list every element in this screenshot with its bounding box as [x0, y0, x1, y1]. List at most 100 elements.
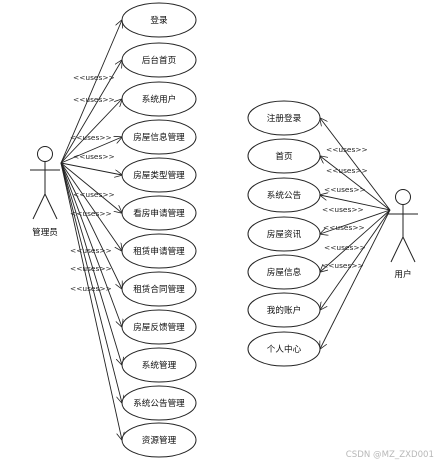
- user-use-case: 系统公告: [247, 177, 321, 213]
- uses-labels: <<uses>> <<uses>> <<uses>> <<uses>> <<uses>>…: [70, 73, 368, 293]
- user-use-case-ellipse: [247, 177, 321, 213]
- uses-label: <<uses>>: [73, 73, 115, 82]
- user-use-case: 首页: [247, 138, 321, 174]
- user-association-line: [320, 209, 391, 272]
- uses-label: <<uses>>: [324, 185, 366, 194]
- actor-user: 用户: [388, 189, 418, 280]
- uses-label: <<uses>>: [322, 205, 364, 214]
- admin-use-case: 租赁申请管理: [121, 233, 197, 269]
- user-use-case: 房屋资讯: [247, 216, 321, 252]
- user-use-case: 注册登录: [247, 100, 321, 136]
- admin-use-case-ellipse: [121, 271, 197, 307]
- admin-use-case-ellipse: [121, 42, 197, 78]
- user-use-case-label: 注册登录: [267, 112, 302, 124]
- user-association-line: [320, 156, 391, 211]
- admin-use-case-label: 租赁申请管理: [133, 245, 185, 257]
- user-association-line: [320, 209, 391, 349]
- uses-label: <<uses>>: [73, 190, 115, 199]
- user-association-line: [320, 209, 391, 234]
- uses-label: <<uses>>: [326, 145, 368, 154]
- admin-use-case-label: 系统公告管理: [133, 397, 185, 409]
- actor-user-label: 用户: [394, 268, 411, 280]
- uses-label: <<uses>>: [73, 95, 115, 104]
- admin-use-case-label: 登录: [150, 15, 168, 26]
- admin-use-case-ellipse: [121, 157, 197, 193]
- actor-admin-label: 管理员: [32, 226, 58, 238]
- user-use-case-label: 房屋资讯: [267, 228, 302, 240]
- admin-association-line: [60, 162, 122, 403]
- admin-association-line: [60, 162, 122, 213]
- admin-use-case-ellipse: [121, 81, 197, 117]
- admin-association-line: [60, 162, 122, 440]
- admin-use-case-ellipse: [121, 195, 197, 231]
- admin-use-case: 租赁合同管理: [121, 271, 197, 307]
- user-use-case-label: 我的账户: [267, 304, 301, 316]
- admin-use-case-ellipse: [121, 422, 197, 458]
- uses-label: <<uses>>: [70, 246, 112, 255]
- user-use-case-ellipse: [247, 100, 321, 136]
- admin-association-line: [60, 162, 122, 289]
- admin-use-case-ellipse: [121, 385, 197, 421]
- user-use-case-label: 首页: [275, 150, 293, 162]
- user-use-case: 我的账户: [247, 292, 321, 328]
- uses-label: <<uses>>: [322, 261, 364, 270]
- admin-association-line: [60, 137, 122, 164]
- admin-association-line: [60, 99, 122, 164]
- user-use-case: 房屋信息: [247, 254, 321, 290]
- admin-association-line: [60, 20, 122, 164]
- admin-use-case: 系统用户: [121, 81, 197, 117]
- uses-label: <<uses>>: [70, 284, 112, 293]
- admin-association-line: [60, 162, 122, 251]
- user-use-case-label: 个人中心: [267, 343, 302, 355]
- admin-use-case: 系统公告管理: [121, 385, 197, 421]
- admin-use-case-label: 房屋类型管理: [133, 169, 185, 181]
- admin-association-line: [60, 162, 122, 175]
- admin-use-case-ellipse: [121, 119, 197, 155]
- admin-use-case: 房屋类型管理: [121, 157, 197, 193]
- admin-use-case-label: 看房申请管理: [133, 207, 185, 219]
- admin-use-case: 系统管理: [121, 347, 197, 383]
- admin-use-case-label: 后台首页: [142, 54, 177, 66]
- admin-use-case-label: 系统管理: [142, 359, 177, 371]
- uses-label: <<uses>>: [73, 152, 115, 161]
- association-lines: [60, 20, 391, 440]
- uses-label: <<uses>>: [324, 243, 366, 252]
- user-use-case-ellipse: [247, 331, 321, 367]
- admin-association-line: [60, 162, 122, 365]
- use-cases: 登录后台首页系统用户房屋信息管理房屋类型管理看房申请管理租赁申请管理租赁合同管理…: [121, 2, 321, 458]
- user-association-line: [320, 118, 391, 211]
- uses-label: <<uses>>: [70, 264, 112, 273]
- admin-use-case-ellipse: [121, 233, 197, 269]
- uses-label: <<uses>>: [323, 223, 365, 232]
- admin-use-case-label: 房屋信息管理: [133, 131, 185, 143]
- uses-label: <<uses>>: [70, 133, 112, 142]
- admin-association-line: [60, 60, 122, 164]
- user-use-case: 个人中心: [247, 331, 321, 367]
- admin-use-case: 房屋反馈管理: [121, 309, 197, 345]
- uses-label: <<uses>>: [326, 166, 368, 175]
- admin-use-case: 房屋信息管理: [121, 119, 197, 155]
- admin-use-case: 后台首页: [121, 42, 197, 78]
- user-use-case-ellipse: [247, 254, 321, 290]
- admin-use-case: 看房申请管理: [121, 195, 197, 231]
- admin-use-case-label: 系统用户: [142, 93, 176, 105]
- admin-use-case: 资源管理: [121, 422, 197, 458]
- user-association-line: [320, 195, 391, 211]
- admin-use-case: 登录: [121, 2, 197, 38]
- uses-label: <<uses>>: [70, 209, 112, 218]
- user-use-case-ellipse: [247, 216, 321, 252]
- admin-use-case-label: 资源管理: [142, 434, 177, 446]
- user-use-case-ellipse: [247, 292, 321, 328]
- user-use-case-label: 房屋信息: [267, 266, 302, 278]
- admin-use-case-ellipse: [121, 347, 197, 383]
- watermark: CSDN @MZ_ZXD001: [345, 450, 434, 460]
- user-association-line: [320, 209, 391, 310]
- user-use-case-label: 系统公告: [267, 189, 302, 201]
- admin-use-case-ellipse: [121, 2, 197, 38]
- user-use-case-ellipse: [247, 138, 321, 174]
- admin-use-case-ellipse: [121, 309, 197, 345]
- admin-use-case-label: 房屋反馈管理: [133, 321, 185, 333]
- actor-admin: 管理员: [30, 146, 60, 238]
- admin-use-case-label: 租赁合同管理: [133, 283, 185, 295]
